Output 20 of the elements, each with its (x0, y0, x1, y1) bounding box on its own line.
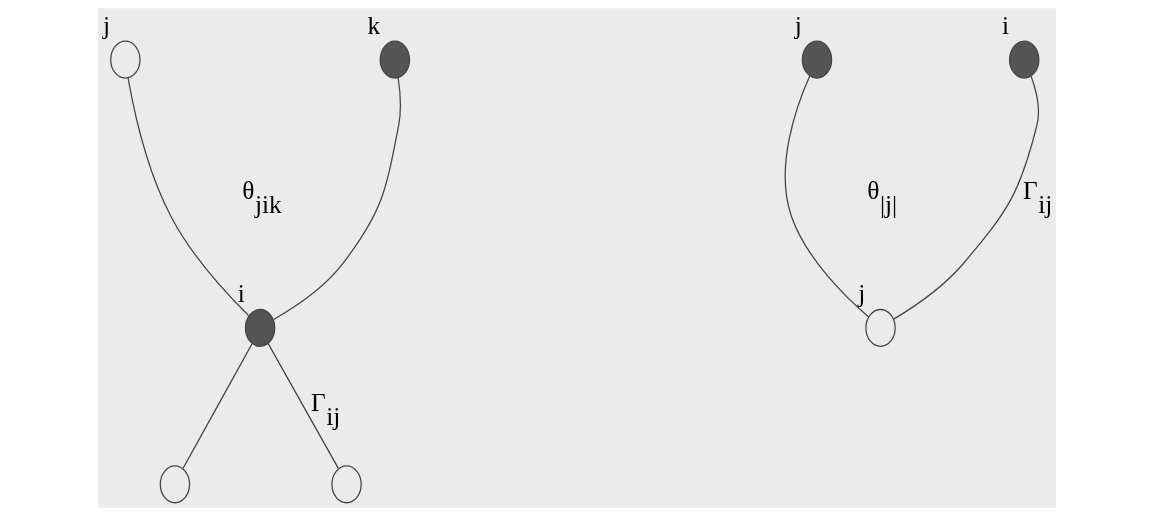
node-circle (1008, 40, 1040, 79)
node-circle (244, 308, 276, 347)
node-circle (110, 40, 141, 79)
node-circle (159, 465, 191, 504)
node-label: i (237, 278, 245, 307)
node-label: j (794, 10, 802, 39)
connector (267, 342, 339, 470)
node-circle (379, 40, 411, 79)
node-circle (865, 308, 896, 347)
node-label: j (858, 278, 866, 307)
connector (182, 343, 253, 470)
node-label: i (1001, 10, 1010, 39)
node-label: k (367, 10, 381, 39)
connector (784, 75, 870, 318)
node-circle (331, 465, 362, 504)
node-circle (801, 40, 833, 79)
connector (893, 75, 1040, 320)
node-label: j (103, 10, 111, 39)
connector (127, 77, 250, 317)
connector (273, 77, 402, 321)
